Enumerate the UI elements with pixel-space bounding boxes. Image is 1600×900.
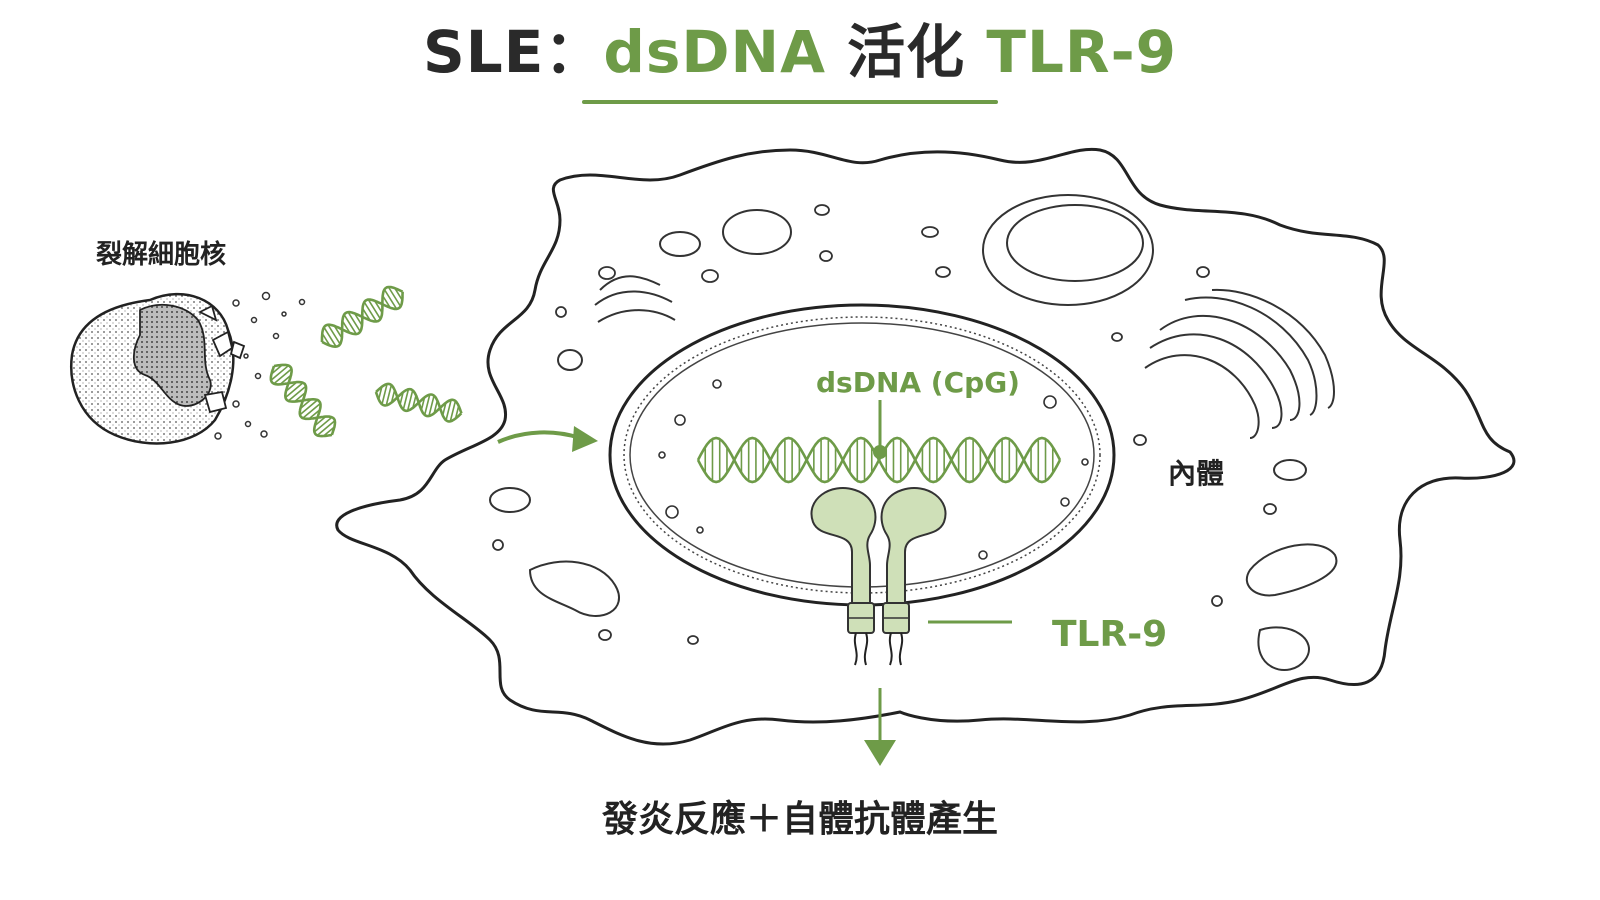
mitochondrion-2: [1245, 543, 1338, 597]
organelles: [489, 194, 1338, 671]
dna-fragment-1: [320, 285, 404, 349]
vesicle-5: [1273, 459, 1307, 481]
dna-fragment-2: [269, 363, 337, 438]
golgi-apparatus: [1144, 288, 1335, 439]
vesicle-3: [557, 349, 583, 371]
dsdna-helix: [696, 436, 1062, 484]
title-activates: 活化: [847, 18, 966, 86]
title-tlr9: TLR-9: [986, 18, 1178, 86]
lysed-nucleus-label: 裂解細胞核: [96, 240, 227, 270]
title-underline: [582, 100, 998, 104]
golgi-left-1: [599, 275, 661, 291]
golgi-left-3: [597, 309, 676, 323]
tlr9-label: TLR-9: [1052, 614, 1168, 655]
mitochondrion-1: [528, 560, 620, 617]
downward-arrow-icon: [864, 688, 896, 766]
vacuole-inner: [1006, 204, 1144, 282]
tlr9-receptor: [810, 487, 947, 666]
vesicle-1: [722, 209, 792, 255]
lysed-nucleus: [70, 292, 246, 445]
golgi-left-2: [594, 290, 673, 306]
dna-fragment-3: [374, 382, 463, 423]
mitochondrion-3: [1257, 626, 1310, 671]
outcome-label: 發炎反應＋自體抗體產生: [601, 799, 998, 840]
page-title: SLE：dsDNA 活化 TLR-9: [0, 14, 1600, 90]
entry-arrow-icon: [497, 426, 598, 452]
vesicle-2: [659, 231, 701, 257]
debris-particles: [214, 291, 306, 440]
title-sle: SLE：: [422, 18, 604, 86]
vacuole: [982, 194, 1154, 306]
cytoplasm-granules: [492, 204, 1277, 645]
vesicle-4: [489, 487, 531, 513]
dsdna-label: dsDNA (CpG): [816, 366, 1020, 399]
endosome-label: 內體: [1168, 457, 1225, 490]
title-dsdna: dsDNA: [603, 18, 826, 86]
